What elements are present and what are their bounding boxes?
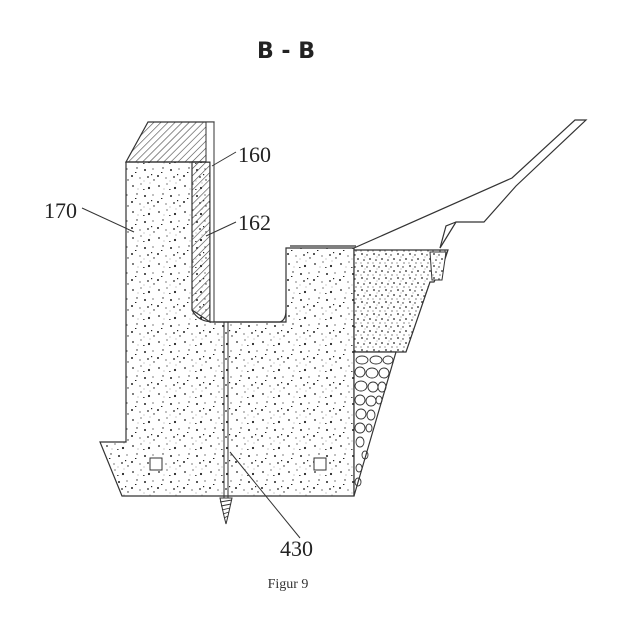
section-title: B - B [257, 39, 315, 64]
screw-threads [219, 499, 233, 519]
label-162: 162 [238, 210, 271, 235]
leader-430 [229, 451, 301, 539]
anchor-square-right [313, 457, 327, 471]
leader-160 [211, 151, 237, 167]
label-170: 170 [44, 198, 77, 223]
concrete-block [99, 161, 355, 497]
backfill-fine-cap [429, 251, 447, 281]
vertical-element [191, 161, 211, 324]
leader-170 [81, 207, 135, 233]
slope-outline-inner [439, 221, 457, 249]
label-160: 160 [238, 142, 271, 167]
anchor-square-left [149, 457, 163, 471]
leader-162 [205, 221, 237, 237]
label-430: 430 [280, 536, 313, 561]
channel-floor [191, 309, 287, 323]
backfill-gravel [353, 351, 397, 497]
figure-caption: Figur 9 [268, 577, 309, 592]
gravel-stones [354, 355, 394, 487]
block-top-cap [124, 121, 215, 163]
slope-outline [353, 119, 588, 249]
